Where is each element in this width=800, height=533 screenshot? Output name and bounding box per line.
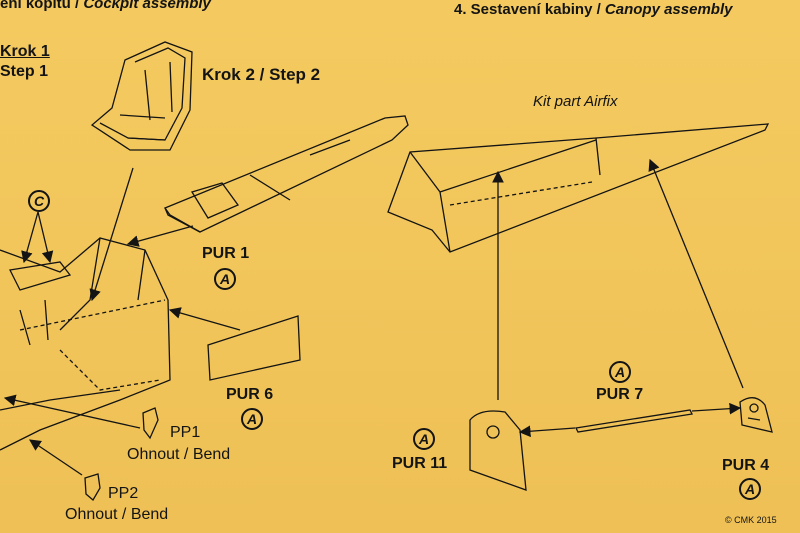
section4-heading-cz: 4. Sestavení kabiny /	[454, 1, 605, 18]
step1-label: Step 1	[0, 63, 49, 80]
pp1-drawing	[142, 407, 159, 440]
pur1-label: PUR 1	[202, 245, 250, 262]
pur1-marker: A	[214, 268, 236, 290]
pp2-label: PP2	[108, 485, 139, 502]
pur1-panel-drawing	[163, 115, 409, 233]
pur6-label: PUR 6	[226, 386, 274, 403]
section4-heading: 4. Sestavení kabiny / Canopy assembly	[454, 2, 732, 17]
pur7-rod-drawing	[575, 409, 693, 433]
pp1-note: Ohnout / Bend	[127, 446, 231, 463]
seat-drawing	[90, 41, 193, 151]
kit-part-label: Kit part Airfix	[533, 93, 618, 110]
section3-heading-en: Cockpit assembly	[83, 0, 211, 12]
pur6-marker: A	[241, 408, 263, 430]
pur7-label: PUR 7	[596, 386, 644, 403]
pur11-marker: A	[413, 428, 435, 450]
pp1-label: PP1	[170, 424, 201, 441]
section4-heading-en: Canopy assembly	[604, 1, 733, 18]
section3-heading: ení kopitu / Cockpit assembly	[0, 0, 211, 11]
pur4-label: PUR 4	[722, 457, 770, 474]
pur6-panel-drawing	[207, 315, 301, 381]
pur11-part-drawing	[469, 410, 527, 491]
pp2-note: Ohnout / Bend	[65, 506, 169, 523]
pur4-marker: A	[739, 478, 761, 500]
krok1-label: Krok 1	[0, 43, 50, 60]
pur4-part-drawing	[739, 397, 773, 433]
krok2-step2-label: Krok 2 / Step 2	[202, 65, 321, 84]
canopy-drawing	[387, 123, 770, 253]
section3-heading-cz: ení kopitu /	[0, 0, 84, 12]
marker-c: C	[28, 190, 50, 212]
pur7-marker: A	[609, 361, 631, 383]
pp2-drawing	[84, 473, 101, 502]
pur11-label: PUR 11	[392, 455, 448, 472]
copyright: © CMK 2015	[725, 515, 777, 525]
fuselage-drawing	[0, 237, 171, 451]
